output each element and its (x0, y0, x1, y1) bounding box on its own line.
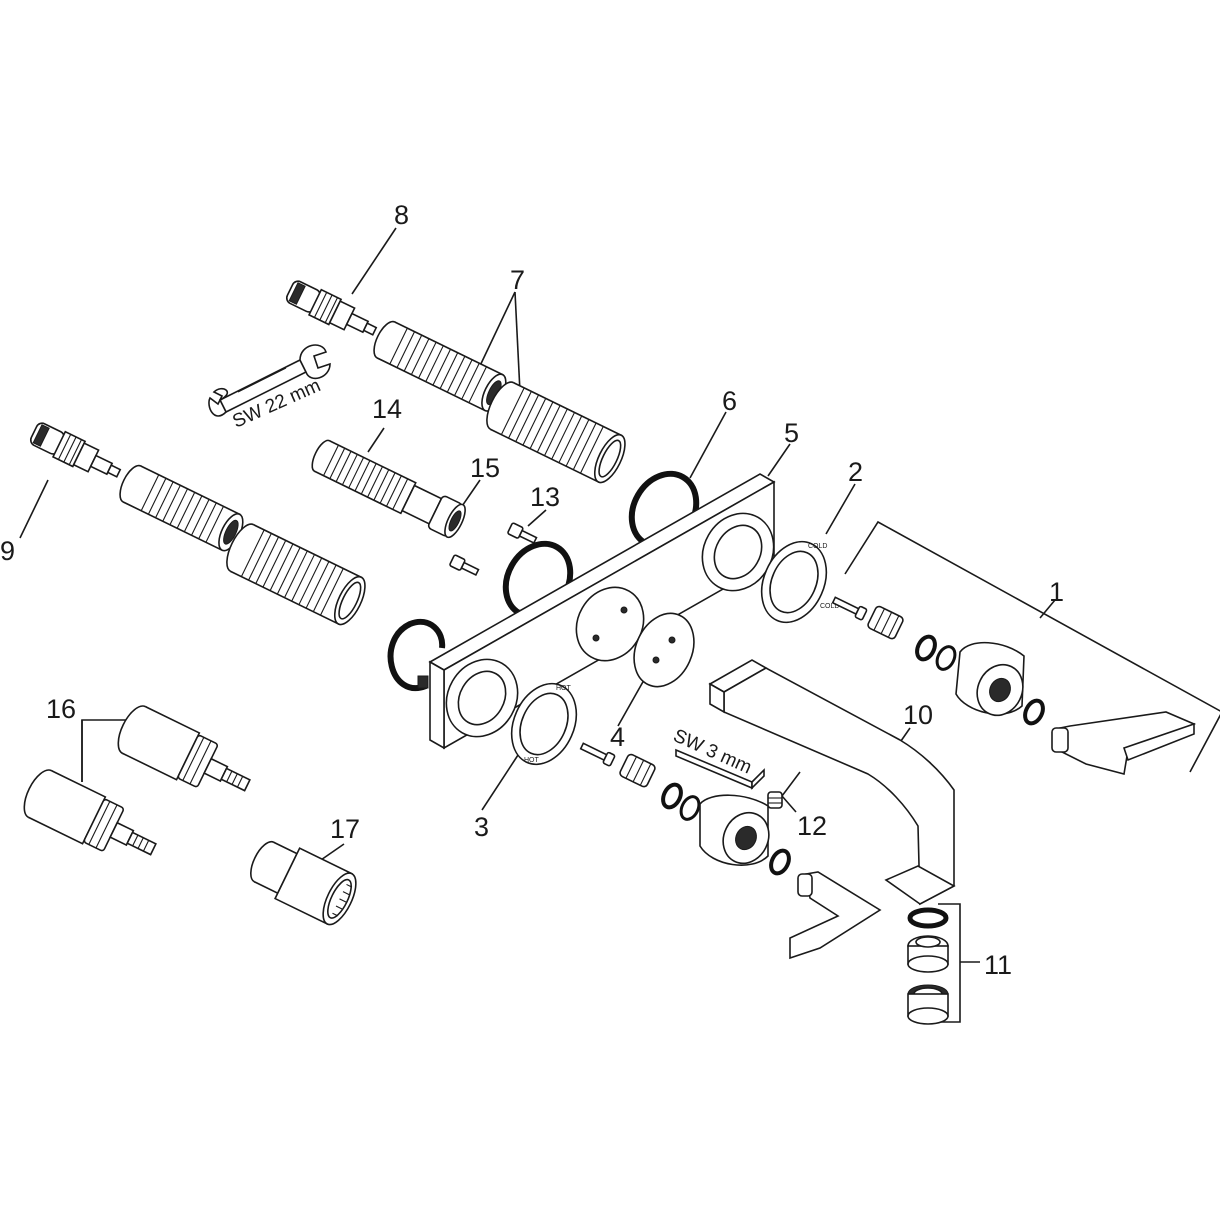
part-16-stub-extensions (23, 705, 251, 856)
part-9-extension-sleeves (119, 464, 366, 626)
label-14: 14 (372, 394, 402, 424)
label-17: 17 (330, 814, 360, 844)
label-9: 9 (0, 536, 15, 566)
part-9-valve-cartridge (29, 422, 122, 478)
hex-key-sw3-icon (675, 748, 765, 790)
cold-mark: COLD (808, 543, 827, 550)
label-7: 7 (510, 265, 525, 295)
part-2-cold-rosette: COLD COLD (760, 540, 839, 624)
hot-mark: HOT (556, 685, 572, 692)
label-11: 11 (984, 950, 1012, 980)
label-15: 15 (470, 453, 500, 483)
label-10: 10 (903, 700, 933, 730)
part-8-valve-cartridge (285, 280, 378, 336)
part-number-labels: 1 2 3 4 5 6 7 8 9 10 11 12 13 14 15 16 1… (0, 200, 1064, 980)
label-4: 4 (610, 722, 625, 752)
part-3-hot-rosette: HOT HOT (510, 682, 578, 766)
part-14-spout-extension (311, 439, 466, 539)
label-6: 6 (722, 386, 737, 416)
cold-mark-2: COLD (820, 603, 839, 610)
part-1-handle-assembly (831, 596, 1197, 775)
label-2: 2 (848, 457, 863, 487)
part-7-extension-sleeves (373, 320, 626, 484)
label-1: 1 (1049, 577, 1064, 607)
part-13-screws (449, 522, 538, 577)
hot-mark-2: HOT (524, 757, 540, 764)
label-13: 13 (530, 482, 560, 512)
wrench-sw22-icon (208, 344, 331, 417)
part-12-grub-screw (767, 791, 783, 809)
label-12: 12 (797, 811, 827, 841)
label-8: 8 (394, 200, 409, 230)
part-4-rosette (633, 612, 695, 688)
label-5: 5 (784, 418, 799, 448)
label-16: 16 (46, 694, 76, 724)
part-17-adapter (250, 840, 357, 926)
part-10-spout (708, 659, 956, 906)
part-3-handle-assembly (579, 742, 882, 960)
label-3: 3 (474, 812, 489, 842)
part-11-aerator (907, 907, 949, 1025)
